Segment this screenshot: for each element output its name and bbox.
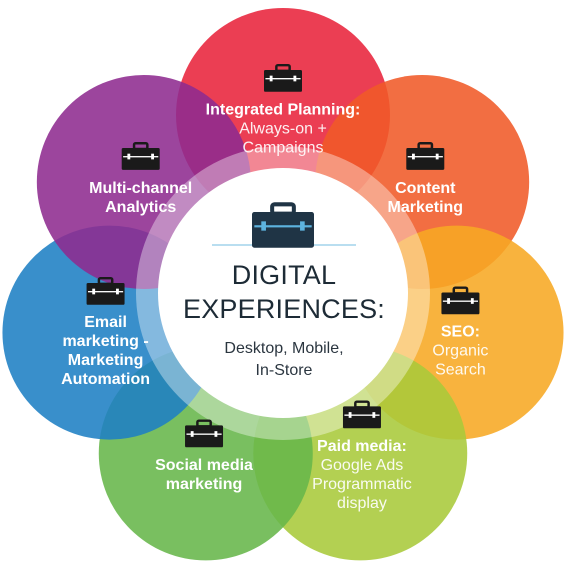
- petal-label-line: Programmatic: [312, 475, 412, 493]
- center-title-line-1: DIGITAL: [231, 260, 337, 290]
- petal-label-line: Email: [84, 314, 127, 332]
- center-title-line-2: EXPERIENCES:: [183, 294, 385, 324]
- center-disc: [158, 168, 408, 418]
- petal-label-line: marketing: [165, 475, 243, 493]
- petal-label-line: Marketing: [67, 352, 144, 370]
- briefcase-icon: [406, 141, 445, 170]
- petal-label-line: Campaigns: [242, 139, 324, 157]
- petal-label-line: Integrated Planning:: [205, 101, 361, 119]
- petal-label-line: display: [337, 494, 387, 512]
- petal-label-line: Automation: [61, 371, 150, 389]
- petal-label-line: SEO:: [440, 323, 480, 341]
- petal-label-line: Multi-channel: [89, 179, 193, 197]
- briefcase-icon: [441, 286, 480, 315]
- petal-label-line: Analytics: [105, 198, 177, 216]
- petal-label-line: Always-on +: [239, 120, 327, 138]
- briefcase-icon: [121, 141, 160, 170]
- center-title: DIGITAL EXPERIENCES:: [183, 258, 385, 326]
- briefcase-icon: [264, 63, 302, 92]
- center-subtitle: Desktop, Mobile, In-Store: [224, 338, 343, 382]
- center-subtitle-line-1: Desktop, Mobile,: [224, 340, 344, 357]
- center-subtitle-line-2: In-Store: [255, 362, 313, 379]
- center-hub: [136, 146, 430, 440]
- briefcase-icon: [185, 419, 224, 448]
- briefcase-icon: [86, 276, 125, 305]
- briefcase-icon: [342, 400, 381, 429]
- petal-label-integrated-planning: Integrated Planning:Always-on +Campaigns: [203, 101, 363, 158]
- petal-label-line: Social media: [155, 456, 253, 474]
- petal-label-line: Google Ads: [320, 456, 404, 474]
- petal-label-line: Content: [395, 179, 456, 197]
- petal-label-line: marketing -: [62, 333, 149, 351]
- petal-label-line: Paid media:: [317, 437, 407, 455]
- petal-label-line: Organic: [432, 342, 489, 360]
- briefcase-icon: [252, 202, 314, 248]
- petal-label-line: Marketing: [387, 198, 464, 216]
- petal-label-line: Search: [435, 361, 486, 379]
